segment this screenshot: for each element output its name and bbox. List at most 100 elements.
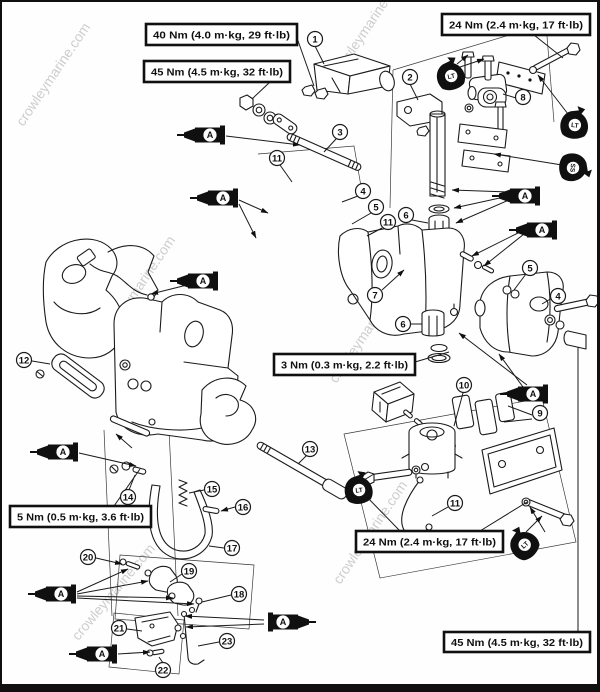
callout-24nm-bottom: 24 Nm (2.4 m·kg, 17 ft·lb) bbox=[354, 529, 505, 554]
torque-spec-text: 5 Nm (0.5 m·kg, 3.6 ft·lb) bbox=[17, 513, 144, 524]
loctite-symbol-label: LT bbox=[355, 487, 363, 495]
callout-5nm: 5 Nm (0.5 m·kg, 3.6 ft·lb) bbox=[8, 504, 153, 529]
torque-spec-text: 24 Nm (2.4 m·kg, 17 ft·lb) bbox=[449, 21, 583, 32]
grease-marker: A bbox=[28, 584, 76, 604]
mid-right-hardware-art bbox=[449, 251, 495, 317]
callout-40nm: 40 Nm (4.0 m·kg, 29 ft·lb) bbox=[144, 22, 299, 47]
grease-symbol-label: A bbox=[99, 649, 106, 659]
grease-marker: A bbox=[69, 644, 117, 664]
grease-marker: A bbox=[30, 442, 78, 462]
loctite-marker: LT bbox=[436, 57, 466, 91]
part-number: 5 bbox=[527, 263, 533, 274]
steering-arm-art bbox=[301, 53, 395, 100]
part-number: 3 bbox=[337, 127, 342, 138]
part-number: 9 bbox=[537, 408, 542, 419]
part-label-12: 12 bbox=[15, 351, 33, 369]
torque-spec-text: 45 Nm (4.5 m·kg, 32 ft·lb) bbox=[451, 638, 583, 649]
part-label-10: 10 bbox=[455, 376, 473, 394]
callout-45nm-top: 45 Nm (4.5 m·kg, 32 ft·lb) bbox=[142, 59, 292, 84]
grease-symbol-label: A bbox=[207, 130, 214, 140]
lower-left-pin-art bbox=[109, 415, 151, 449]
part-label-11: 11 bbox=[268, 149, 286, 167]
part-number: 17 bbox=[227, 543, 238, 554]
part-number: 11 bbox=[450, 498, 461, 509]
grease-symbol-label: A bbox=[58, 589, 65, 599]
part-label-16: 16 bbox=[234, 498, 252, 516]
part-label-22: 22 bbox=[154, 661, 172, 679]
part-number: 6 bbox=[403, 210, 408, 221]
part-number: 16 bbox=[238, 502, 249, 513]
grease-marker: A bbox=[509, 220, 557, 240]
loctite-marker: LT bbox=[560, 106, 588, 139]
grease-marker: A bbox=[500, 384, 548, 404]
part-number: 2 bbox=[407, 72, 412, 83]
grease-marker: A bbox=[170, 271, 218, 291]
part-number: 11 bbox=[383, 217, 394, 228]
torque-spec-text: 40 Nm (4.0 m·kg, 29 ft·lb) bbox=[153, 31, 290, 42]
watermark-text: crowleymarine.com bbox=[13, 20, 94, 129]
part-number: 4 bbox=[555, 291, 561, 302]
part-label-17: 17 bbox=[223, 539, 241, 557]
bottom-right-plate-art bbox=[481, 427, 563, 495]
grease-symbol-label: A bbox=[280, 617, 287, 627]
part-number: 5 bbox=[373, 202, 379, 213]
torque-spec-text: 45 Nm (4.5 m·kg, 32 ft·lb) bbox=[151, 68, 283, 79]
grease-symbol-label: A bbox=[539, 225, 546, 235]
loctite-marker: LT bbox=[510, 526, 540, 561]
callout-3nm: 3 Nm (0.3 m·kg, 2.2 ft·lb) bbox=[272, 352, 417, 377]
part-number: 13 bbox=[305, 444, 316, 455]
part-number: 19 bbox=[184, 566, 195, 577]
part-label-23: 23 bbox=[218, 632, 236, 650]
part-label-6: 6 bbox=[397, 206, 415, 224]
part-label-7: 7 bbox=[366, 286, 384, 304]
part-label-21: 21 bbox=[110, 619, 128, 637]
part-label-1: 1 bbox=[306, 30, 324, 48]
part-number: 4 bbox=[360, 186, 366, 197]
part-number: 8 bbox=[520, 92, 525, 103]
callout-24nm-top: 24 Nm (2.4 m·kg, 17 ft·lb) bbox=[440, 12, 592, 37]
part-label-4: 4 bbox=[354, 182, 372, 200]
part-label-6: 6 bbox=[394, 315, 412, 333]
part-label-5: 5 bbox=[367, 198, 385, 216]
part-number: 10 bbox=[459, 380, 470, 391]
part-label-5: 5 bbox=[521, 259, 539, 277]
part-label-4: 4 bbox=[549, 287, 567, 305]
anode-plate-art bbox=[51, 353, 105, 399]
part-number: 14 bbox=[123, 492, 134, 503]
anode-screw-art bbox=[35, 369, 45, 379]
part-number-layer: 1 2 3 11 4 5 11 6 7 6 8 5 4 12 10 9 13 1… bbox=[15, 30, 567, 679]
right-clamp-bracket-art bbox=[474, 271, 597, 357]
loctite-marker: LT bbox=[344, 471, 373, 504]
part-number: 12 bbox=[19, 355, 30, 366]
tilt-stack-art bbox=[239, 94, 298, 135]
part-number: 7 bbox=[372, 290, 377, 301]
part-number: 21 bbox=[114, 623, 125, 634]
part-label-11: 11 bbox=[446, 494, 464, 512]
friction-block-art bbox=[371, 381, 423, 427]
wire-link-art bbox=[76, 248, 155, 301]
part-label-3: 3 bbox=[331, 123, 349, 141]
part-number: 6 bbox=[400, 319, 405, 330]
part-number: 18 bbox=[234, 589, 245, 600]
part-label-18: 18 bbox=[230, 585, 248, 603]
sealant-marker: SS bbox=[559, 153, 592, 182]
left-clamp-bracket-art bbox=[42, 238, 257, 445]
part-label-20: 20 bbox=[79, 548, 97, 566]
grease-symbol-layer: A A A A A A bbox=[28, 125, 557, 664]
part-label-11: 11 bbox=[379, 213, 397, 231]
loctite-symbol-label: LT bbox=[447, 73, 456, 81]
part-number: 23 bbox=[222, 636, 233, 647]
part-number: 22 bbox=[158, 665, 169, 676]
part-label-8: 8 bbox=[514, 88, 532, 106]
lower-mount-housing-art bbox=[401, 422, 463, 479]
grease-symbol-label: A bbox=[530, 389, 537, 399]
grease-symbol-label: A bbox=[220, 193, 227, 203]
grease-marker: A bbox=[492, 186, 540, 206]
part-number: 1 bbox=[312, 34, 318, 45]
latch-cluster-art bbox=[109, 461, 220, 665]
swivel-bracket-art bbox=[337, 223, 465, 364]
loctite-symbol-label: LT bbox=[520, 540, 530, 550]
part-label-9: 9 bbox=[531, 404, 549, 422]
loctite-symbol-label: LT bbox=[571, 122, 579, 130]
